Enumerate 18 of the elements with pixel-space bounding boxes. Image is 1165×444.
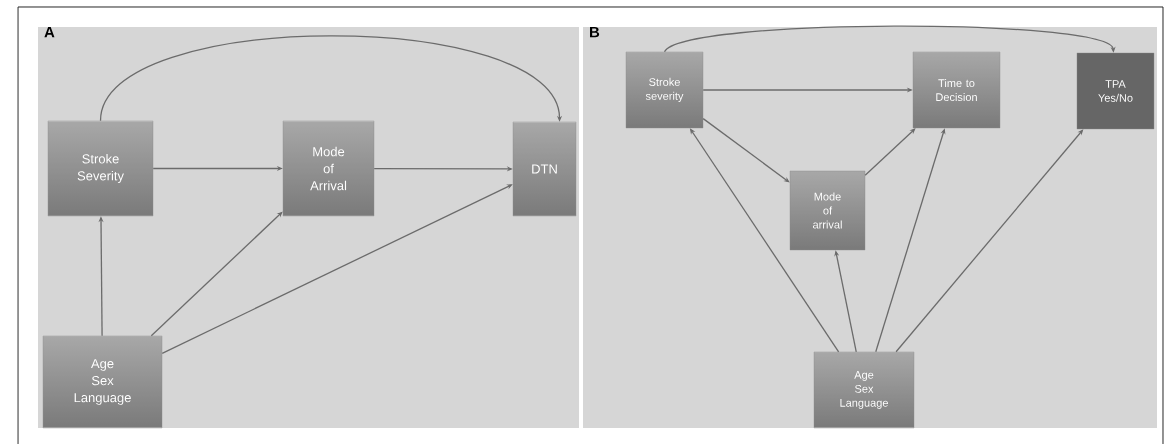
arrow: [875, 128, 946, 353]
arrow: [895, 129, 1084, 353]
arrow: [161, 184, 513, 354]
arrow: [702, 117, 790, 183]
variable-box: Age Sex Language: [813, 351, 915, 429]
arrow: [834, 250, 857, 353]
arrow: [663, 25, 1116, 53]
variable-box: Age Sex Language: [42, 335, 163, 429]
arrow: [150, 211, 283, 337]
variable-box: Stroke Severity: [47, 120, 154, 217]
variable-box: Mode of arrival: [789, 170, 866, 251]
variable-box: Stroke severity: [625, 51, 704, 129]
arrow: [864, 128, 916, 176]
variable-box: Time to Decision: [912, 51, 1001, 129]
variable-box: Mode of Arrival: [282, 120, 375, 217]
variable-box: DTN: [512, 121, 577, 217]
variable-box: TPA Yes/No: [1076, 52, 1155, 130]
arrow: [99, 35, 563, 122]
